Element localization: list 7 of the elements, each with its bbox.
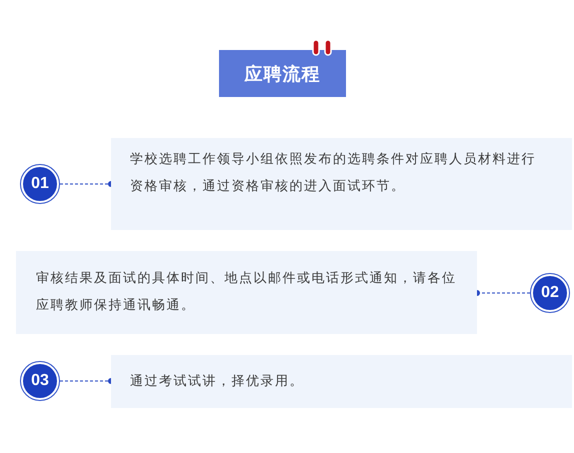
step-number-circle: 02 — [530, 273, 570, 313]
step-number-circle: 03 — [20, 361, 60, 401]
step-description-card: 审核结果及面试的具体时间、地点以邮件或电话形式通知，请各位应聘教师保持通讯畅通。 — [16, 251, 477, 334]
step-description-card: 学校选聘工作领导小组依照发布的选聘条件对应聘人员材料进行资格审核，通过资格审核的进入面试环节。 — [111, 138, 572, 230]
step-number-circle: 01 — [20, 164, 60, 204]
step-description-card: 通过考试试讲，择优录用。 — [111, 355, 572, 408]
title-banner: 应聘流程 — [219, 50, 346, 97]
